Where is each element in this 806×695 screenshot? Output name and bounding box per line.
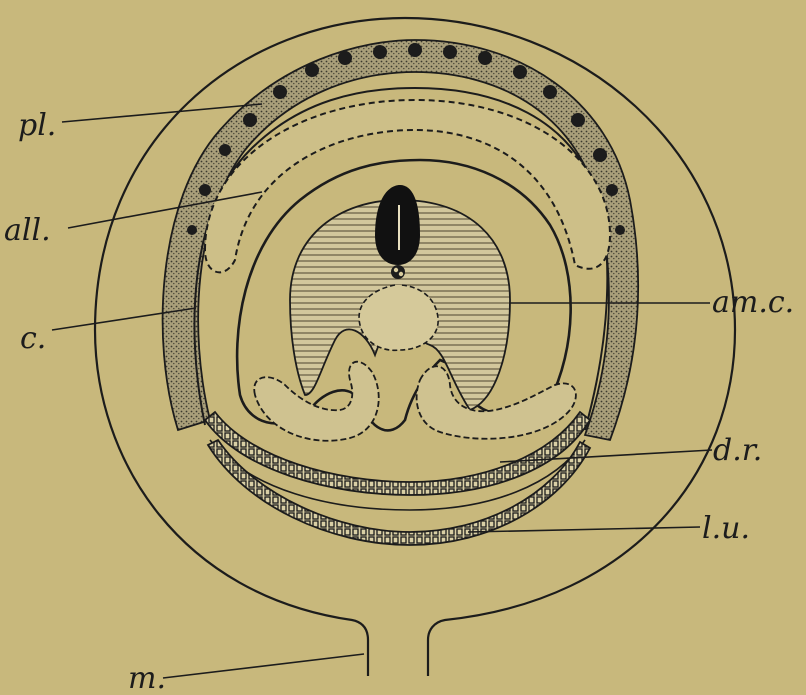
label-m: m. (128, 661, 166, 695)
label-all: all. (4, 213, 51, 248)
embryo-body (375, 185, 420, 265)
label-lu: l.u. (702, 511, 750, 546)
label-amc: am.c. (712, 285, 794, 320)
umbilical-loop (359, 285, 438, 350)
label-pl: pl. (18, 108, 56, 143)
label-c: c. (20, 321, 46, 356)
label-dr: d.r. (713, 433, 762, 468)
